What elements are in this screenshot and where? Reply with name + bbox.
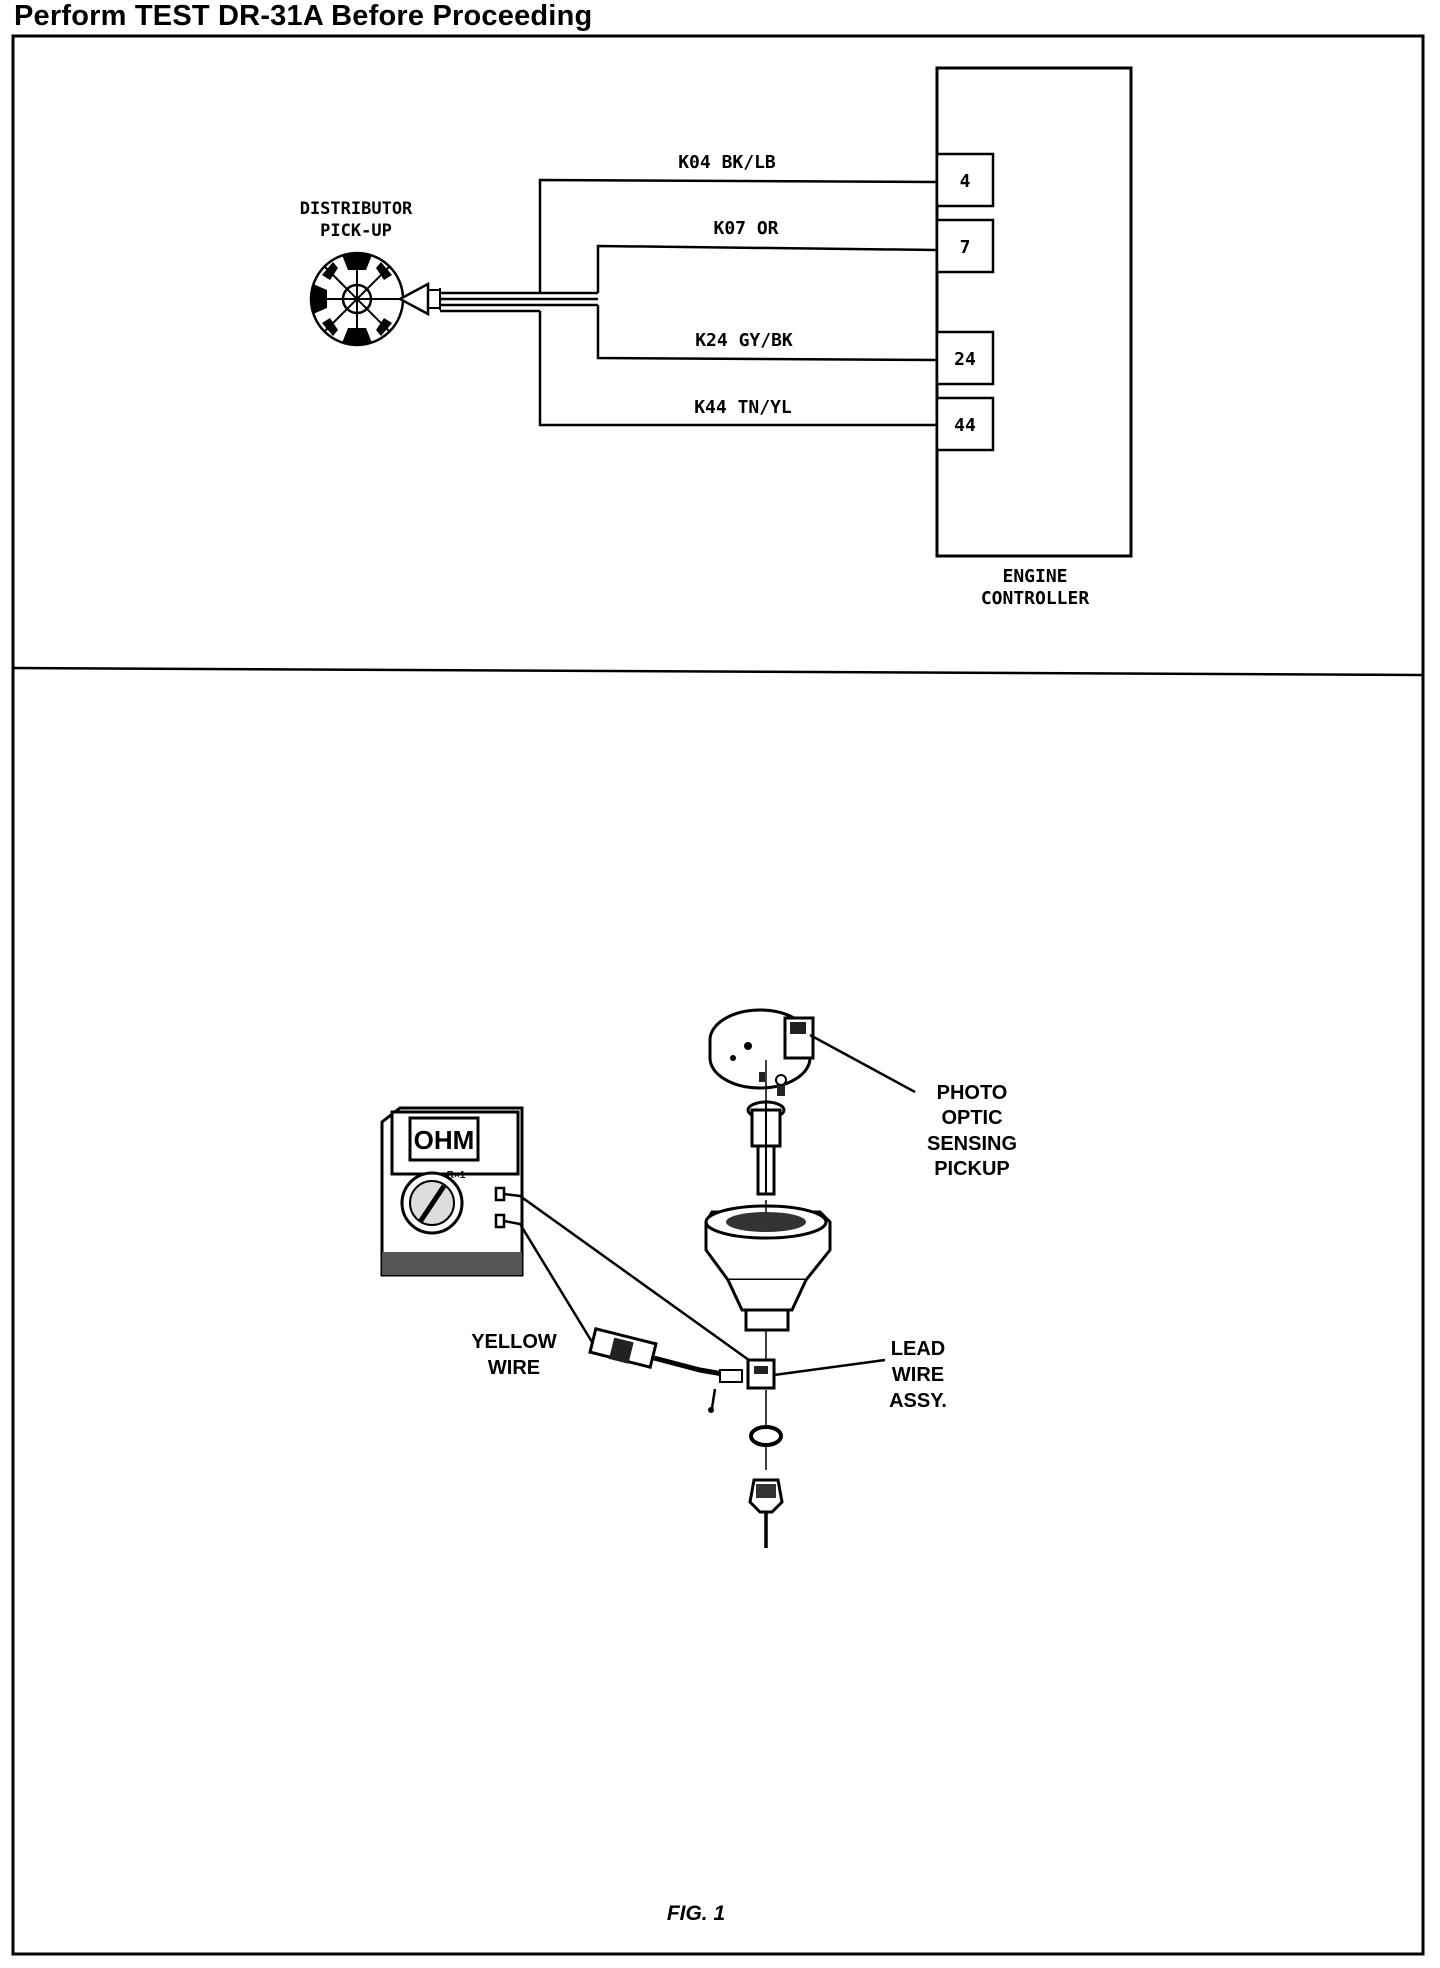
wiring-schematic: K04 BK/LB K07 OR K24 GY/BK K44 TN/YL DIS… bbox=[300, 66, 1133, 609]
meter-display-text: OHM bbox=[414, 1125, 475, 1155]
test-leads bbox=[503, 1192, 761, 1370]
lead-wire-assy-icon bbox=[746, 1358, 776, 1390]
photo-optic-label-line3: SENSING bbox=[927, 1133, 1017, 1155]
pin-44-label: 44 bbox=[954, 415, 976, 436]
photo-optic-pickup-icon bbox=[708, 1008, 916, 1094]
wire-label-k04: K04 BK/LB bbox=[678, 152, 776, 173]
photo-optic-label-line4: PICKUP bbox=[934, 1158, 1010, 1180]
controller-label-line1: ENGINE bbox=[1002, 566, 1067, 587]
engine-controller-box bbox=[935, 66, 1133, 558]
pin-24-box bbox=[935, 330, 995, 386]
pin-24-label: 24 bbox=[954, 349, 976, 370]
wire-label-k24: K24 GY/BK bbox=[695, 330, 793, 351]
wire-label-k44: K44 TN/YL bbox=[694, 397, 792, 418]
yellow-wire-label-line1: YELLOW bbox=[471, 1331, 557, 1353]
page-header: Perform TEST DR-31A Before Proceeding bbox=[14, 0, 593, 32]
pin-44-box bbox=[935, 396, 995, 452]
pin-7-box bbox=[935, 218, 995, 274]
meter-range-label: R×1 bbox=[447, 1170, 466, 1181]
yellow-wire-label-line2: WIRE bbox=[488, 1357, 540, 1379]
pickup-label-line1: DISTRIBUTOR bbox=[300, 199, 413, 219]
o-ring-icon bbox=[749, 1425, 783, 1447]
pin-4-label: 4 bbox=[960, 171, 971, 192]
pin-4-box bbox=[935, 152, 995, 208]
wire-harness bbox=[440, 178, 938, 427]
photo-optic-label-line2: OPTIC bbox=[941, 1107, 1002, 1129]
wire-label-k07: K07 OR bbox=[713, 218, 778, 239]
lead-wire-label-line2: WIRE bbox=[892, 1364, 944, 1386]
yellow-wire-connector-icon bbox=[588, 1327, 743, 1413]
distributor-housing-icon bbox=[704, 1200, 832, 1360]
outer-frame bbox=[11, 34, 1425, 1956]
lead-wire-label-line1: LEAD bbox=[891, 1338, 945, 1360]
pickup-screws-icon bbox=[759, 1072, 787, 1096]
drive-gear-icon bbox=[748, 1478, 784, 1548]
exploded-distributor-illustration: OHM R×1 bbox=[380, 1008, 1017, 1925]
photo-optic-label-line1: PHOTO bbox=[937, 1082, 1008, 1104]
pin-7-label: 7 bbox=[960, 237, 971, 258]
lead-wire-leader bbox=[773, 1358, 886, 1377]
ohmmeter-icon bbox=[380, 1106, 524, 1277]
pickup-label-line2: PICK-UP bbox=[320, 221, 392, 241]
distributor-shaft-icon bbox=[746, 1060, 786, 1196]
lead-wire-label-line3: ASSY. bbox=[889, 1390, 947, 1412]
figure-caption: FIG. 1 bbox=[667, 1902, 725, 1925]
controller-label-line2: CONTROLLER bbox=[981, 588, 1090, 609]
section-divider bbox=[12, 666, 1424, 677]
distributor-pickup-icon bbox=[309, 251, 441, 347]
